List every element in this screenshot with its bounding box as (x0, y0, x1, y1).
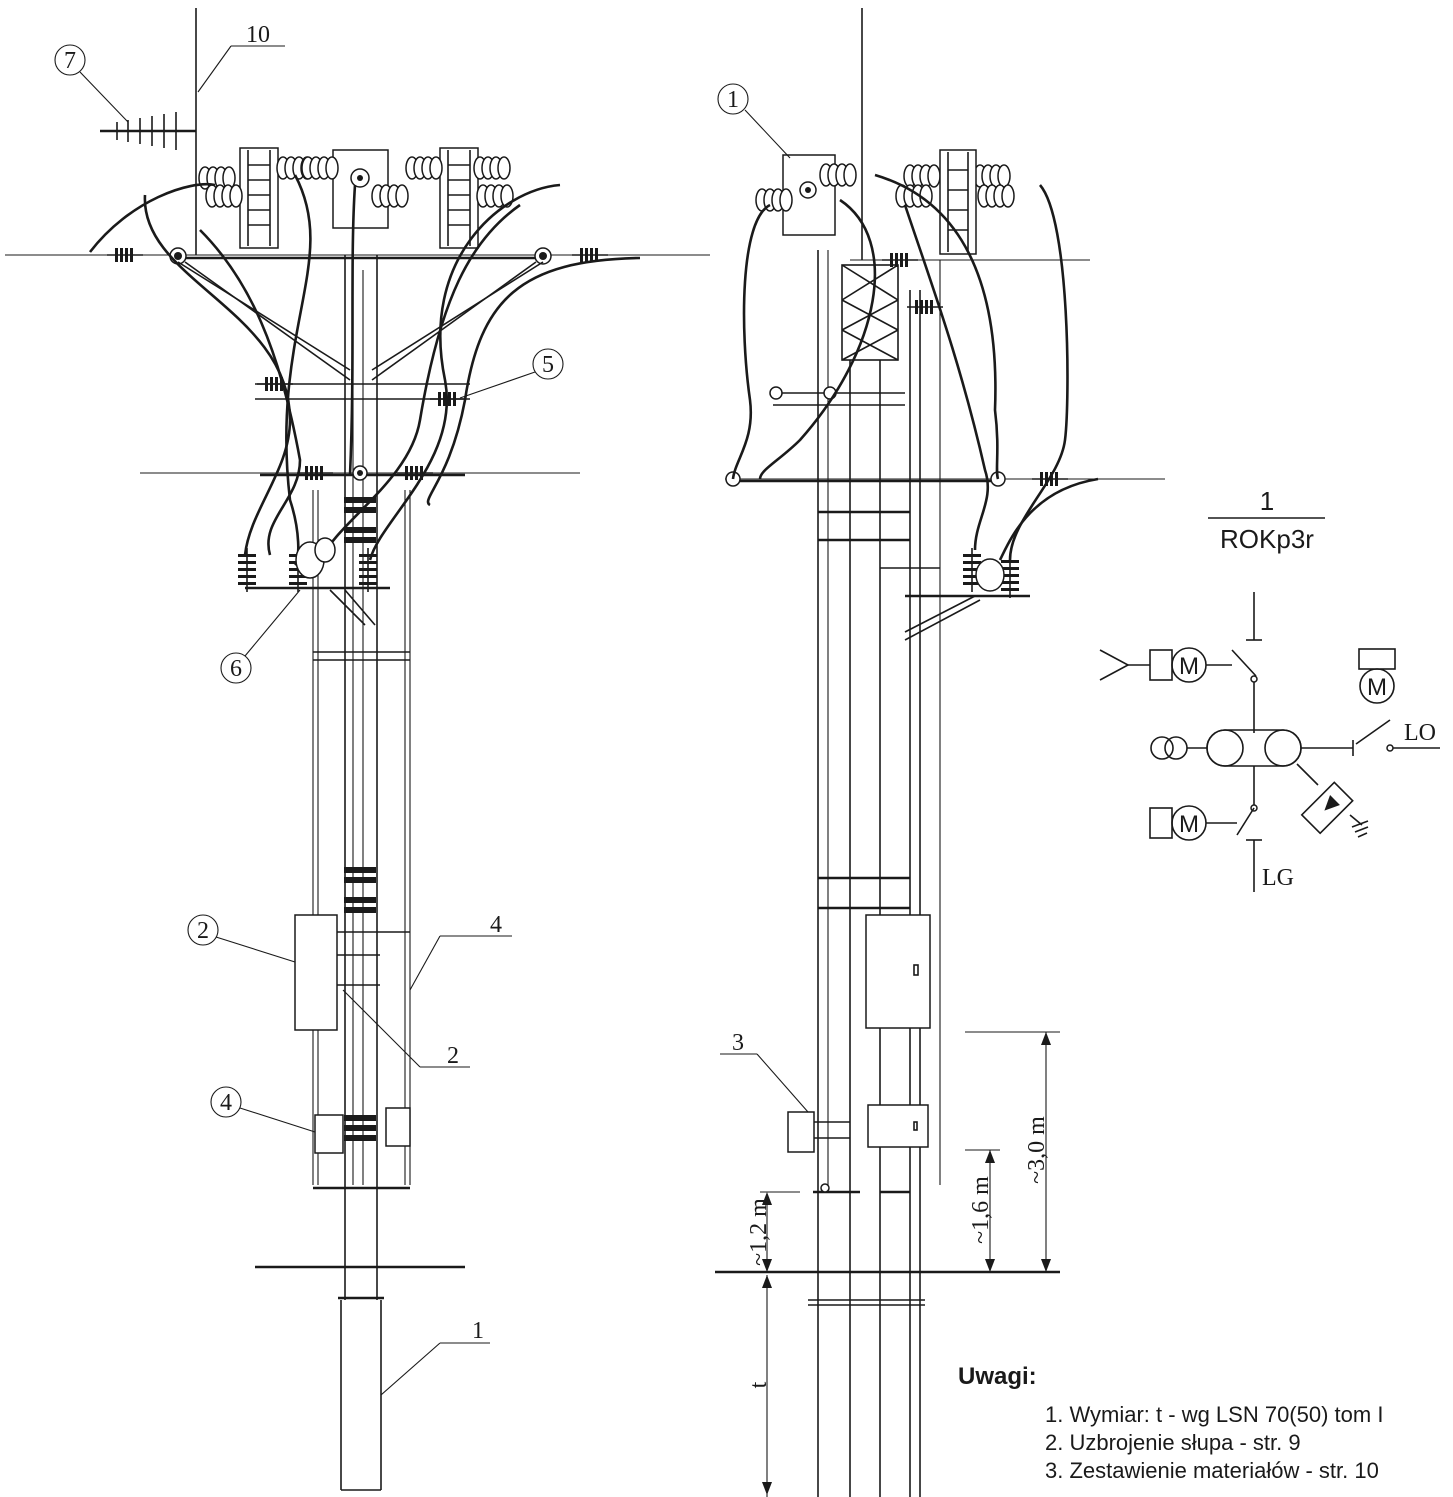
notes-heading: Uwagi: (958, 1363, 1037, 1390)
callout-1-leader: 1 (472, 1318, 484, 1344)
right-pole-view: ~1,2 m ~1,6 m ~3,0 m t 1 3 (715, 8, 1165, 1497)
right-small-cabinet (867, 1104, 929, 1148)
note-2: 2. Uzbrojenie słupa - str. 9 (1045, 1430, 1301, 1455)
left-pole-view: 7 10 5 6 2 2 4 4 1 (5, 8, 710, 1491)
motor-bottom: M (1179, 811, 1199, 838)
note-3: 3. Zestawienie materiałów - str. 10 (1045, 1458, 1379, 1483)
right-callout-1: 1 (727, 87, 739, 113)
recloser-symbol (1206, 729, 1302, 767)
left-cabinet (294, 914, 338, 1031)
dimension-h2: ~1,6 m (968, 1176, 994, 1244)
callout-10: 10 (246, 22, 270, 48)
notes-block: Uwagi: 1. Wymiar: t - wg LSN 70(50) tom … (958, 1363, 1383, 1483)
schematic-numerator: 1 (1260, 486, 1274, 516)
callout-2-leader: 2 (447, 1043, 459, 1069)
left-top-disconnector-b (439, 147, 479, 249)
callout-6: 6 (230, 656, 242, 682)
single-line-schematic: 1 ROKp3r M LO M (1099, 486, 1440, 892)
callout-7: 7 (64, 48, 76, 74)
right-box-3 (787, 1111, 815, 1153)
callout-5: 5 (542, 352, 554, 378)
label-lo: LO (1404, 720, 1436, 746)
motor-top: M (1179, 653, 1199, 680)
dimension-h3: ~3,0 m (1024, 1116, 1050, 1184)
callout-4-leader: 4 (490, 912, 502, 938)
left-box-a (314, 1114, 344, 1154)
right-cabinet (865, 914, 931, 1029)
right-lattice (841, 264, 899, 361)
right-top-disconnector (939, 149, 977, 255)
motor-right: M (1367, 674, 1387, 701)
callout-2-circle: 2 (197, 918, 209, 944)
right-callout-3: 3 (732, 1030, 744, 1056)
label-lg: LG (1262, 865, 1294, 891)
callout-4-circle: 4 (220, 1090, 232, 1116)
schematic-denominator: ROKp3r (1220, 524, 1314, 554)
note-1: 1. Wymiar: t - wg LSN 70(50) tom I (1045, 1402, 1383, 1427)
dimension-depth: t (746, 1381, 772, 1388)
left-cable-2 (368, 183, 561, 561)
left-cable-1 (88, 182, 292, 556)
dimension-h1: ~1,2 m (746, 1198, 772, 1266)
left-top-disconnector-a (239, 147, 279, 249)
left-box-b (385, 1107, 411, 1147)
